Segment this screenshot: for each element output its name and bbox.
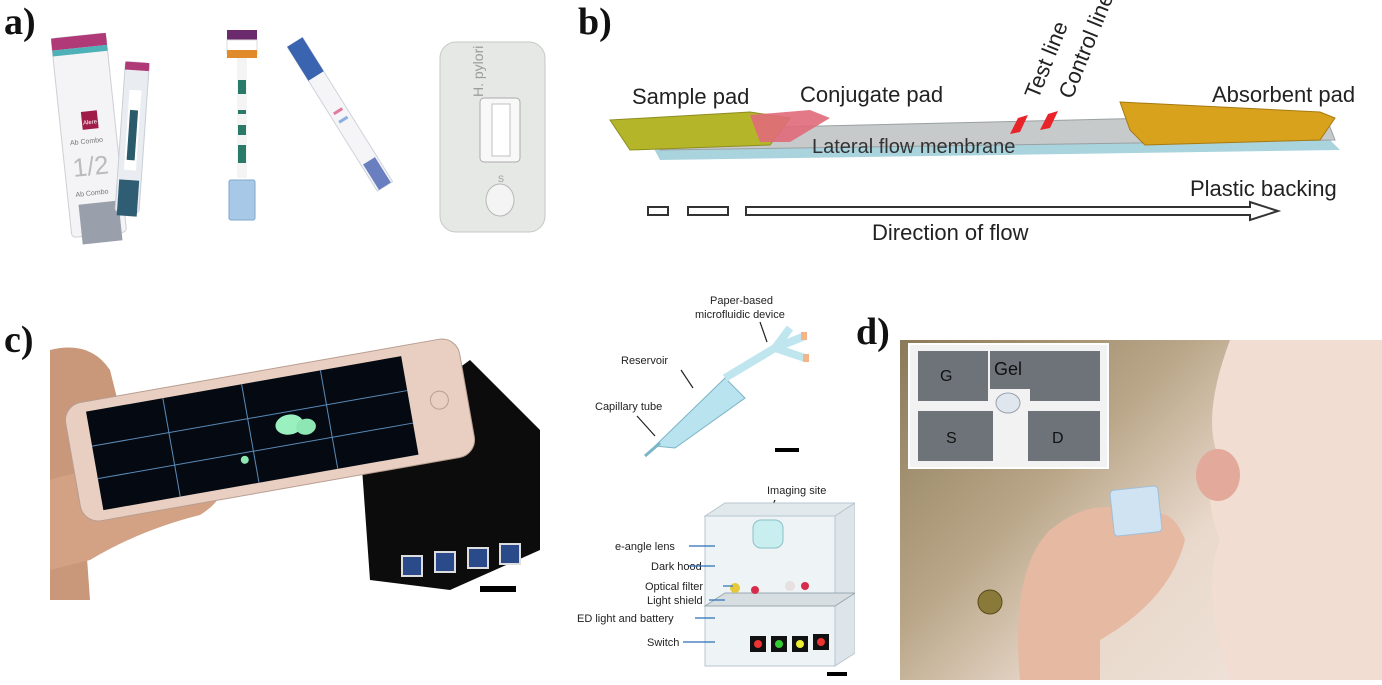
panel-a-rapid-tests: Alere Ab Combo 1/2 Ab Combo H. pylori	[50, 30, 546, 245]
electrode-s	[918, 411, 993, 461]
hood-label: Dark hood	[651, 561, 702, 573]
fluorescent-spot	[275, 414, 304, 435]
imaging-site-label: Imaging site	[767, 485, 826, 497]
paper-device-label-2: microfluidic device	[695, 309, 785, 321]
control-line-mark	[1040, 111, 1058, 130]
reservoir-label: Reservoir	[621, 355, 668, 367]
electrode-g-label: G	[940, 368, 952, 385]
home-button-icon	[429, 390, 449, 410]
paper-device-arrow	[759, 321, 768, 343]
paper-device-label-1: Paper-based	[710, 295, 773, 307]
electrode-d-label: D	[1052, 430, 1064, 447]
flow-label: Direction of flow	[872, 220, 1029, 245]
gel-label: Gel	[994, 359, 1022, 379]
panel-c-smartphone-reader	[50, 338, 540, 600]
second-test-strip	[114, 61, 150, 217]
lens-label: e-angle lens	[615, 541, 675, 553]
shield-label: Light shield	[647, 595, 703, 607]
lips	[1196, 449, 1240, 501]
panel-b-lateral-flow-diagram: Sample pad Conjugate pad Test line Contr…	[609, 0, 1355, 245]
flow-arrow	[745, 200, 1282, 222]
reader-buttons	[401, 543, 521, 577]
electrode-g	[918, 351, 988, 401]
brand-label: Alere	[83, 119, 98, 127]
alere-logo-icon	[80, 110, 99, 130]
flow-dash-1	[647, 206, 669, 216]
led-label: ED light and battery	[577, 613, 674, 625]
panel-letter-c: c)	[4, 319, 34, 361]
diagonal-test-strip	[286, 36, 394, 192]
electrode-s-label: S	[946, 430, 957, 447]
panel-c-device-schematic: Paper-based microfluidic device Reservoi…	[577, 295, 855, 676]
panel-letter-d: d)	[856, 311, 890, 353]
backing-label: Plastic backing	[1190, 176, 1337, 201]
electrode-gate-pad	[1030, 351, 1100, 401]
lens-icon	[752, 519, 784, 549]
gel-drop	[995, 392, 1021, 414]
electrode-inset: G Gel S D	[908, 343, 1109, 469]
scale-bar-tube	[775, 448, 799, 452]
scale-bar	[480, 586, 516, 592]
dipstick-test	[226, 30, 258, 221]
hiv-test-card: Alere Ab Combo 1/2 Ab Combo	[50, 32, 127, 245]
test-line-mark	[1010, 115, 1028, 134]
panel-d-scene	[977, 340, 1382, 680]
sample-pad-label: Sample pad	[632, 84, 749, 109]
h-pylori-cassette: H. pylori S	[439, 41, 546, 233]
cassette-label: H. pylori	[470, 46, 486, 97]
phone-screen	[86, 356, 419, 511]
electrode-diagram: G Gel S D	[918, 351, 1100, 461]
cassette-mark: S	[498, 174, 504, 184]
sensor-chip	[1109, 485, 1163, 537]
ring	[977, 589, 1003, 615]
scale-bar-box	[827, 672, 847, 676]
smartphone	[64, 338, 476, 522]
conjugate-pad-label: Conjugate pad	[800, 82, 943, 107]
switch-label: Switch	[647, 637, 679, 649]
panel-letter-b: b)	[578, 1, 612, 43]
card-line2: Ab Combo	[75, 189, 109, 199]
filter-label: Optical filter	[645, 581, 703, 593]
panel-letter-a: a)	[4, 1, 36, 43]
dark-hood-box	[703, 502, 855, 667]
hand	[1018, 507, 1185, 680]
card-line1: Ab Combo	[70, 137, 104, 147]
reservoir-tube	[644, 325, 809, 458]
flow-dash-2	[687, 206, 729, 216]
card-big-text: 1/2	[71, 149, 110, 183]
membrane-label: Lateral flow membrane	[812, 136, 1015, 158]
conjugate-pad	[750, 110, 830, 142]
absorbent-pad-label: Absorbent pad	[1212, 82, 1355, 107]
face	[1210, 340, 1382, 680]
capillary-label: Capillary tube	[595, 401, 662, 413]
absorbent-pad	[1119, 101, 1336, 146]
electrode-d	[1028, 411, 1100, 461]
